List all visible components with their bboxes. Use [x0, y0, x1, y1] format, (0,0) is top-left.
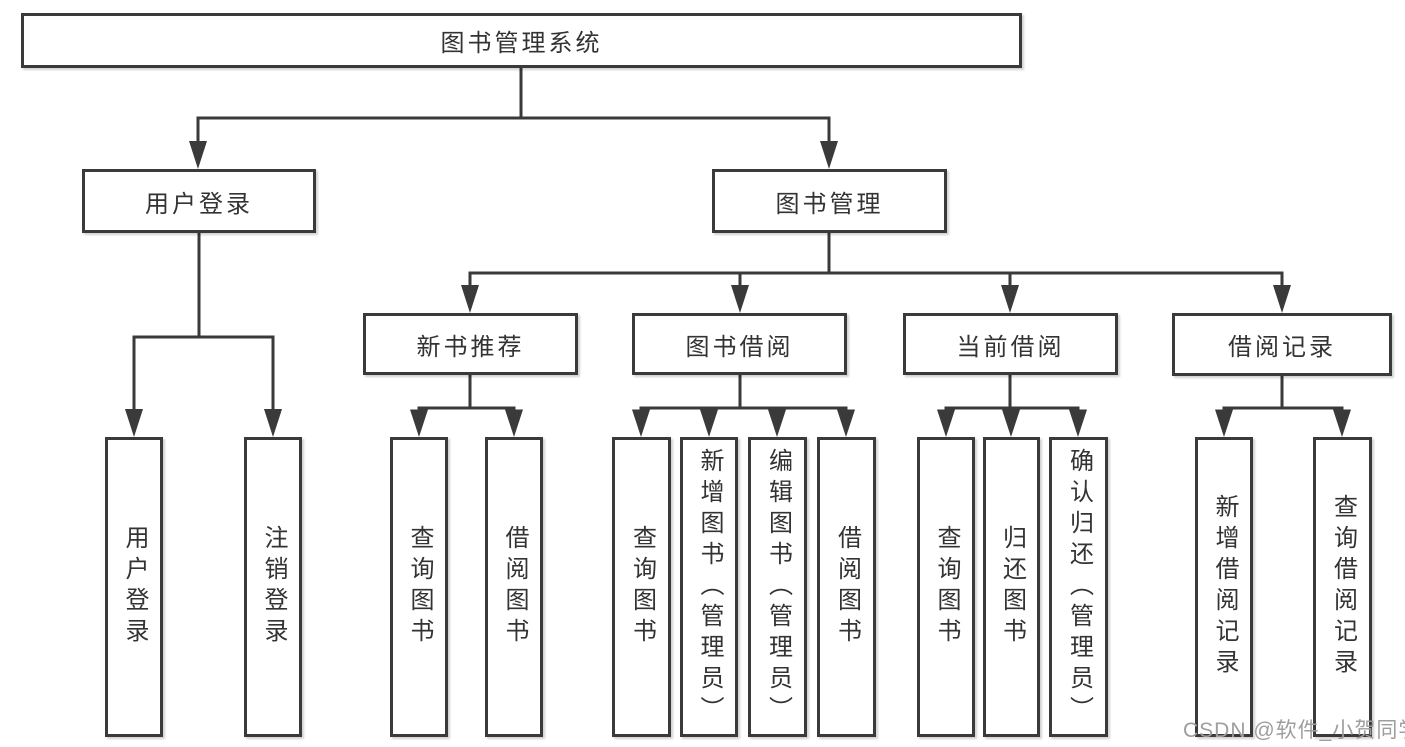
leaf-return-book-label: 归还图书: [998, 525, 1026, 649]
leaf-user-login-label: 用户登录: [121, 525, 148, 649]
node-book-borrow: 图书借阅: [632, 313, 847, 375]
leaf-user-login: 用户登录: [105, 437, 163, 737]
leaf-query-books-current: 查询图书: [917, 437, 975, 737]
leaf-edit-book-admin-label: 编辑图书（管理员）: [764, 447, 792, 727]
node-new-book-recommend: 新书推荐: [363, 313, 578, 375]
leaf-add-borrow-record-label: 新增借阅记录: [1211, 494, 1238, 680]
leaf-add-book-admin-label: 新增图书（管理员）: [696, 447, 723, 727]
leaf-logout: 注销登录: [244, 437, 302, 737]
leaf-query-books-current-label: 查询图书: [933, 525, 960, 649]
leaf-confirm-return-admin-label: 确认归还（管理员）: [1065, 447, 1093, 727]
leaf-edit-book-admin: 编辑图书（管理员）: [748, 437, 807, 737]
leaf-logout-label: 注销登录: [260, 525, 287, 649]
leaf-borrow-books-label: 借阅图书: [833, 525, 861, 649]
leaf-borrow-books: 借阅图书: [817, 437, 876, 737]
node-current-borrow: 当前借阅: [903, 313, 1118, 375]
watermark: CSDN @软件_小贺同学: [1183, 719, 1405, 742]
node-borrow-records: 借阅记录: [1172, 313, 1392, 376]
leaf-query-books-recommend-label: 查询图书: [406, 525, 433, 649]
leaf-borrow-books-recommend: 借阅图书: [485, 437, 543, 737]
node-user-login: 用户登录: [82, 169, 316, 233]
leaf-return-book: 归还图书: [983, 437, 1040, 737]
node-book-management: 图书管理: [712, 169, 947, 233]
leaf-confirm-return-admin: 确认归还（管理员）: [1049, 437, 1108, 737]
node-root: 图书管理系统: [21, 13, 1022, 68]
leaf-add-book-admin: 新增图书（管理员）: [680, 437, 738, 737]
leaf-query-books-borrow-label: 查询图书: [628, 525, 656, 649]
leaf-query-borrow-record: 查询借阅记录: [1313, 437, 1372, 737]
leaf-query-books-recommend: 查询图书: [390, 437, 448, 737]
leaf-borrow-books-recommend-label: 借阅图书: [501, 525, 528, 649]
leaf-query-books-borrow: 查询图书: [612, 437, 671, 737]
leaf-add-borrow-record: 新增借阅记录: [1195, 437, 1253, 737]
leaf-query-borrow-record-label: 查询借阅记录: [1329, 494, 1357, 680]
